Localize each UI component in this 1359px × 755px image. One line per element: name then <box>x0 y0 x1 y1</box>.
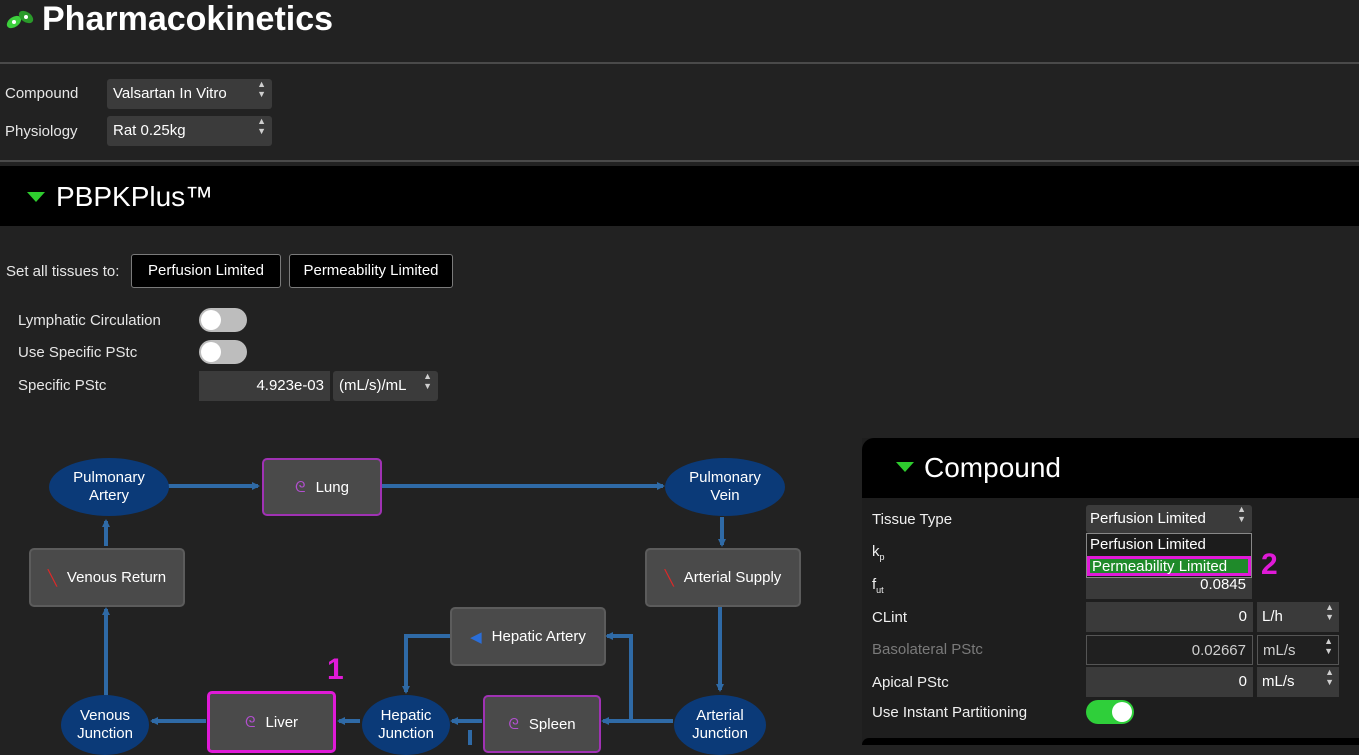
select-arrows-icon: ▲▼ <box>1324 636 1333 656</box>
compound-panel-title: Compound <box>924 452 1061 484</box>
clint-unit-value: L/h <box>1262 608 1283 625</box>
edge-arterial-junction-to-hepatic-artery <box>607 636 631 721</box>
liver-node[interactable]: ᘓ Liver <box>207 691 336 753</box>
basolateral-pstc-input[interactable]: 0.02667 <box>1086 635 1253 665</box>
annotation-number-1: 1 <box>327 653 344 687</box>
circulation-diagram-edges <box>0 0 860 745</box>
spleen-node[interactable]: ᘓ Spleen <box>483 695 601 753</box>
spleen-label: Spleen <box>529 716 576 733</box>
select-arrows-icon: ▲▼ <box>1325 667 1334 687</box>
arterial-supply-node[interactable]: ╲ Arterial Supply <box>645 548 801 607</box>
clint-input[interactable]: 0 <box>1086 602 1253 632</box>
arterial-junction-node[interactable]: ArterialJunction <box>674 695 766 755</box>
dropdown-option-permeability-highlight[interactable]: Permeability Limited <box>1087 556 1251 576</box>
hepatic-artery-node[interactable]: ◀ Hepatic Artery <box>450 607 606 666</box>
apical-pstc-label: Apical PStc <box>872 674 949 691</box>
instant-partitioning-toggle[interactable] <box>1086 700 1134 724</box>
kp-label: kp <box>872 543 885 562</box>
kp-label-sub: p <box>880 552 885 562</box>
tissue-type-label: Tissue Type <box>872 511 952 528</box>
liver-label: Liver <box>266 714 299 731</box>
arterial-supply-label: Arterial Supply <box>684 569 782 586</box>
apical-pstc-input[interactable]: 0 <box>1086 667 1253 697</box>
kp-label-main: k <box>872 543 880 560</box>
pulmonary-vein-node[interactable]: PulmonaryVein <box>665 458 785 516</box>
next-section-header <box>862 738 1359 745</box>
venous-return-label: Venous Return <box>67 569 166 586</box>
select-arrows-icon: ▲▼ <box>1325 602 1334 622</box>
dropdown-option-permeability: Permeability Limited <box>1092 558 1227 575</box>
organ-tissue-icon: ᘓ <box>508 716 519 733</box>
basolateral-unit-value: mL/s <box>1263 642 1296 659</box>
dropdown-option-perfusion[interactable]: Perfusion Limited <box>1090 536 1206 553</box>
edge-hepatic-artery-to-hepatic-junction <box>406 636 450 692</box>
lung-node[interactable]: ᘓ Lung <box>262 458 382 516</box>
red-vessel-icon: ╲ <box>665 569 674 587</box>
pulmonary-artery-node[interactable]: PulmonaryArtery <box>49 458 169 516</box>
basolateral-pstc-unit-select[interactable]: mL/s ▲▼ <box>1257 635 1339 665</box>
toggle-knob <box>1112 702 1132 722</box>
organ-tissue-icon: ᘓ <box>295 479 306 496</box>
collapse-triangle-icon[interactable] <box>896 462 914 472</box>
hepatic-artery-label: Hepatic Artery <box>492 628 586 645</box>
fut-label-sub: ut <box>876 585 884 595</box>
clint-unit-select[interactable]: L/h ▲▼ <box>1257 602 1339 632</box>
venous-return-node[interactable]: ╲ Venous Return <box>29 548 185 607</box>
tissue-type-dropdown-list: Perfusion Limited Permeability Limited <box>1086 533 1252 578</box>
organ-tissue-icon: ᘓ <box>245 714 256 731</box>
instant-partitioning-label: Use Instant Partitioning <box>872 704 1027 721</box>
venous-junction-node[interactable]: VenousJunction <box>61 695 149 755</box>
lung-label: Lung <box>316 479 349 496</box>
basolateral-pstc-label: Basolateral PStc <box>872 641 983 658</box>
apical-pstc-unit-select[interactable]: mL/s ▲▼ <box>1257 667 1339 697</box>
select-arrows-icon: ▲▼ <box>1237 504 1246 524</box>
fut-label: fut <box>872 576 884 595</box>
annotation-number-2: 2 <box>1261 548 1278 582</box>
tissue-type-select[interactable]: Perfusion Limited ▲▼ <box>1086 505 1252 533</box>
apical-unit-value: mL/s <box>1262 673 1295 690</box>
red-vessel-icon: ╲ <box>48 569 57 587</box>
clint-label: CLint <box>872 609 907 626</box>
hepatic-junction-node[interactable]: HepaticJunction <box>362 695 450 755</box>
blue-arrow-icon: ◀ <box>470 628 482 646</box>
tissue-type-value: Perfusion Limited <box>1090 510 1206 527</box>
